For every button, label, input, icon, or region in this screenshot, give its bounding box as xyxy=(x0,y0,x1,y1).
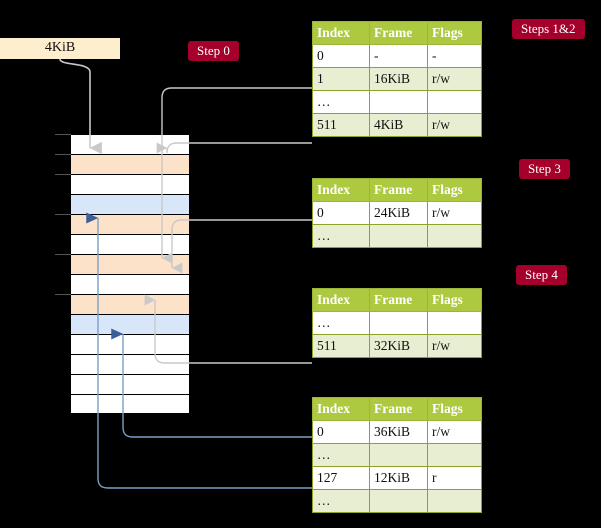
table-cell xyxy=(369,443,428,467)
size-label-4kib: 4KiB xyxy=(0,38,120,59)
table-cell: r/w xyxy=(427,420,482,444)
table-cell: … xyxy=(312,311,370,335)
table-cell: 12KiB xyxy=(369,466,428,490)
table-cell: 0 xyxy=(312,44,370,68)
memory-frame-tick xyxy=(55,254,71,255)
table-cell: 4KiB xyxy=(369,113,428,137)
physical-memory-column xyxy=(55,134,190,414)
table-header-flags: Flags xyxy=(427,397,482,421)
memory-frame xyxy=(70,394,190,414)
table-header-index: Index xyxy=(312,288,370,312)
memory-frame xyxy=(70,354,190,374)
memory-frame xyxy=(70,154,190,174)
table-header-flags: Flags xyxy=(427,178,482,202)
memory-frame xyxy=(70,194,190,214)
table-cell: … xyxy=(312,443,370,467)
table-cell xyxy=(369,311,428,335)
table-cell: … xyxy=(312,489,370,513)
table-cell: 511 xyxy=(312,113,370,137)
table-header-frame: Frame xyxy=(369,178,428,202)
badge-step-4: Step 4 xyxy=(516,265,567,285)
memory-frame xyxy=(70,314,190,334)
table-cell: r/w xyxy=(427,67,482,91)
memory-frame-tick xyxy=(55,174,71,175)
memory-frame-tick xyxy=(55,154,71,155)
table-row: 0-- xyxy=(312,44,482,68)
table-cell: 32KiB xyxy=(369,334,428,358)
table-cell xyxy=(369,489,428,513)
table-cell xyxy=(427,224,482,248)
table-header-frame: Frame xyxy=(369,397,428,421)
table-row: … xyxy=(312,311,482,335)
table-cell: - xyxy=(369,44,428,68)
table-row: … xyxy=(312,489,482,513)
table-header-frame: Frame xyxy=(369,21,428,45)
table-cell: r/w xyxy=(427,113,482,137)
table-cell: r/w xyxy=(427,334,482,358)
table-cell xyxy=(369,90,428,114)
memory-frame-tick xyxy=(55,294,71,295)
table-header-flags: Flags xyxy=(427,21,482,45)
table-header-index: Index xyxy=(312,397,370,421)
table-cell: 0 xyxy=(312,420,370,444)
table-header-index: Index xyxy=(312,21,370,45)
table-header-frame: Frame xyxy=(369,288,428,312)
table-header-flags: Flags xyxy=(427,288,482,312)
table-cell: r/w xyxy=(427,201,482,225)
table-cell: 0 xyxy=(312,201,370,225)
table-cell: 36KiB xyxy=(369,420,428,444)
table-cell: … xyxy=(312,90,370,114)
table-cell: - xyxy=(427,44,482,68)
table-cell xyxy=(427,489,482,513)
badge-steps-1-2: Steps 1&2 xyxy=(512,19,585,39)
table-cell: … xyxy=(312,224,370,248)
table-row: … xyxy=(312,224,482,248)
table-cell: 24KiB xyxy=(369,201,428,225)
memory-frame xyxy=(70,174,190,194)
memory-frame xyxy=(70,254,190,274)
memory-frame xyxy=(70,214,190,234)
table-row: … xyxy=(312,90,482,114)
memory-frame xyxy=(70,274,190,294)
table-cell: 1 xyxy=(312,67,370,91)
memory-frame xyxy=(70,134,190,154)
memory-frame xyxy=(70,234,190,254)
badge-step-0: Step 0 xyxy=(188,41,239,61)
table-cell: r xyxy=(427,466,482,490)
table-cell: 511 xyxy=(312,334,370,358)
table-cell xyxy=(427,311,482,335)
memory-frame-tick xyxy=(55,214,71,215)
memory-frame xyxy=(70,374,190,394)
table-cell: 16KiB xyxy=(369,67,428,91)
table-cell xyxy=(427,90,482,114)
badge-step-3: Step 3 xyxy=(519,159,570,179)
memory-frame xyxy=(70,334,190,354)
table-cell: 127 xyxy=(312,466,370,490)
table-row: … xyxy=(312,443,482,467)
memory-frame-tick xyxy=(55,134,71,135)
table-cell xyxy=(427,443,482,467)
table-header-index: Index xyxy=(312,178,370,202)
memory-frame xyxy=(70,294,190,314)
table-cell xyxy=(369,224,428,248)
